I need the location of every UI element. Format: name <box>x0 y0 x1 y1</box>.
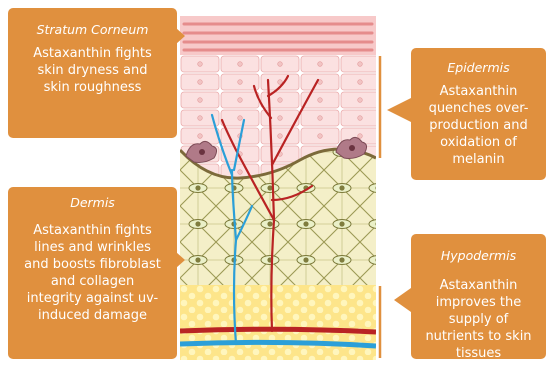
artery-horizontal <box>180 329 376 332</box>
hypodermis-layer <box>180 285 376 360</box>
callout-title: Hypodermis <box>411 248 546 263</box>
callout-text: Astaxanthin fights lines and wrinkles an… <box>8 222 177 324</box>
callout-title: Dermis <box>8 195 177 210</box>
callout-epidermis: Epidermis Astaxanthin quenches over-prod… <box>411 48 546 180</box>
callout-text: Astaxanthin quenches over-production and… <box>411 83 546 168</box>
callout-text: Astaxanthin improves the supply of nutri… <box>411 277 546 362</box>
callout-hypodermis: Hypodermis Astaxanthin improves the supp… <box>411 234 546 359</box>
connector-hypodermis <box>394 288 411 312</box>
callout-stratum-corneum: Stratum Corneum Astaxanthin fights skin … <box>8 8 177 138</box>
callout-title: Epidermis <box>411 60 546 75</box>
callout-title: Stratum Corneum <box>8 22 177 37</box>
connector-epidermis <box>387 98 411 122</box>
callout-dermis: Dermis Astaxanthin fights lines and wrin… <box>8 187 177 359</box>
callout-text: Astaxanthin fights skin dryness and skin… <box>8 45 177 96</box>
